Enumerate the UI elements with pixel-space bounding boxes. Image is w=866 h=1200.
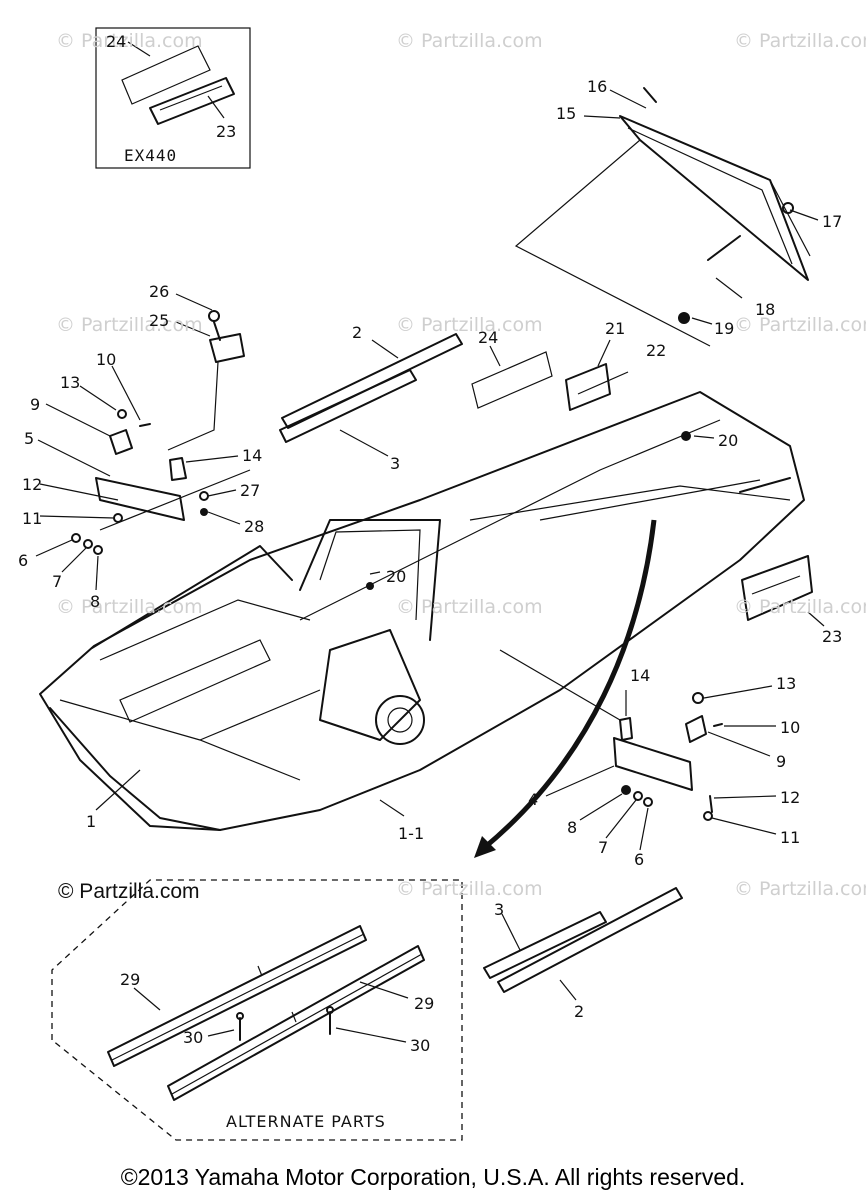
callout-10a: 10: [96, 350, 117, 369]
callout-6b: 6: [634, 850, 645, 869]
callout-30a: 30: [183, 1028, 204, 1047]
callout-14a: 14: [242, 446, 263, 465]
callout-17: 17: [822, 212, 843, 231]
callout-14b: 14: [630, 666, 651, 685]
callout-18: 18: [755, 300, 776, 319]
watermark: © Partzilla.com: [734, 314, 866, 336]
callout-9a: 9: [30, 395, 41, 414]
callout-2b: 2: [574, 1002, 585, 1021]
watermark: © Partzilla.com: [56, 596, 203, 618]
callout-15: 15: [556, 104, 577, 123]
watermark: © Partzilla.com: [56, 30, 203, 52]
watermark: © Partzilla.com: [734, 596, 866, 618]
callout-16: 16: [587, 77, 608, 96]
inset-ex440: [95, 27, 251, 169]
callout-7b: 7: [598, 838, 609, 857]
callout-27: 27: [240, 481, 261, 500]
watermark: © Partzilla.com: [396, 314, 543, 336]
windshield-panel: [514, 87, 819, 347]
callout-25: 25: [149, 311, 170, 330]
callout-9b: 9: [776, 752, 787, 771]
callout-28: 28: [244, 517, 265, 536]
callout-12a: 12: [22, 475, 43, 494]
callout-29a: 29: [120, 970, 141, 989]
callout-11a: 11: [22, 509, 43, 528]
watermark: © Partzilla.com: [734, 30, 866, 52]
callout-1: 1: [86, 812, 97, 831]
callout-13a: 13: [60, 373, 81, 392]
rails-lower: [483, 887, 683, 1001]
callout-3b: 3: [494, 900, 505, 919]
callout-11b: 11: [780, 828, 801, 847]
callout-1-1: 1-1: [398, 824, 425, 843]
inset-label: EX440: [124, 146, 178, 165]
callout-8b: 8: [567, 818, 578, 837]
callout-20a: 20: [718, 431, 739, 450]
callout-10b: 10: [780, 718, 801, 737]
callout-19: 19: [714, 319, 735, 338]
callout-24b: 24: [478, 328, 499, 347]
callout-8a: 8: [90, 592, 101, 611]
watermark: © Partzilla.com: [56, 314, 203, 336]
callout-13b: 13: [776, 674, 797, 693]
callout-12b: 12: [780, 788, 801, 807]
callout-3a: 3: [390, 454, 401, 473]
watermark: © Partzilla.com: [396, 878, 543, 900]
rails-upper: [279, 333, 463, 457]
callout-2a: 2: [352, 323, 363, 342]
watermark: © Partzilla.com: [396, 596, 543, 618]
hull-body: [39, 391, 825, 831]
callout-30b: 30: [410, 1036, 431, 1055]
watermark: © Partzilla.com: [396, 30, 543, 52]
pointer-arrow: [474, 519, 657, 858]
callout-21: 21: [605, 319, 626, 338]
callout-5: 5: [24, 429, 35, 448]
alternate-parts-box: [51, 879, 463, 1141]
callout-26: 26: [149, 282, 170, 301]
watermark: © Partzilla.com: [734, 878, 866, 900]
callout-24a: 24: [106, 32, 127, 51]
callout-4: 4: [528, 790, 539, 809]
callout-23b: 23: [822, 627, 843, 646]
alternate-parts-label: ALTERNATE PARTS: [226, 1112, 386, 1131]
decals-mid: [471, 339, 629, 411]
callout-22: 22: [646, 341, 667, 360]
brand-note: © Partzilla.com: [58, 880, 200, 903]
callout-6a: 6: [18, 551, 29, 570]
callout-7a: 7: [52, 572, 63, 591]
callout-20b: 20: [386, 567, 407, 586]
copyright-notice: ©2013 Yamaha Motor Corporation, U.S.A. A…: [120, 1164, 746, 1190]
callout-23a: 23: [216, 122, 237, 141]
bracket-left: [35, 293, 251, 591]
callout-29b: 29: [414, 994, 435, 1013]
